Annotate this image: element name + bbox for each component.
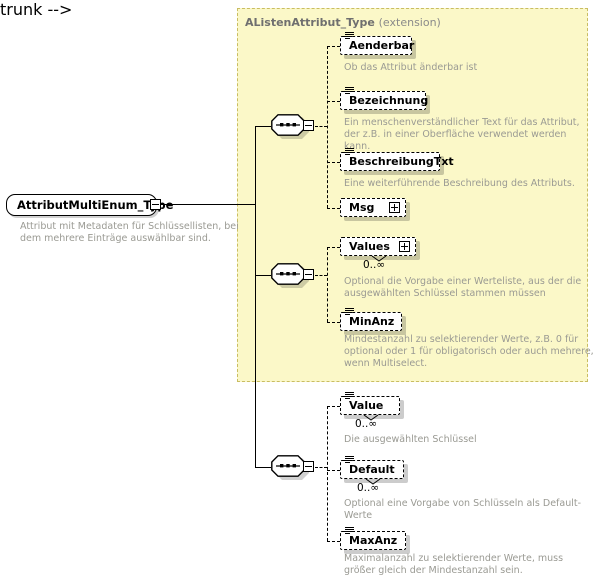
- element-box-value[interactable]: Value: [340, 392, 400, 415]
- element-description-bezeichnung: Ein menschenverständlicher Text für das …: [344, 117, 580, 152]
- element-label: BeschreibungTxt: [349, 155, 454, 168]
- element-description-value: Die ausgewählten Schlüssel: [344, 434, 477, 445]
- element-label: Bezeichnung: [349, 94, 429, 107]
- element-box-aenderbar[interactable]: Aenderbar: [340, 32, 415, 55]
- attribute-lines-icon: [345, 87, 354, 94]
- repeat-chevron-icon: [363, 414, 379, 421]
- element-box-msg[interactable]: Msg: [340, 198, 406, 217]
- connector-seq1-stub: [315, 126, 327, 127]
- sequence-icon: [271, 455, 305, 477]
- connector-to-default: [327, 470, 340, 471]
- sequence-compositor-3[interactable]: [271, 455, 315, 480]
- element-box-values[interactable]: Values: [340, 237, 416, 256]
- sequence-compositor-2[interactable]: [271, 263, 315, 288]
- connector-to-msg: [327, 208, 340, 209]
- connector-to-maxanz: [327, 541, 340, 542]
- sequence-icon: [271, 114, 305, 136]
- connector-to-bezeichnung: [327, 101, 340, 102]
- element-description-default: Optional eine Vorgabe von Schlüsseln als…: [344, 498, 582, 521]
- sequence-3-collapse-toggle[interactable]: [303, 461, 314, 472]
- element-label: Msg: [349, 201, 375, 214]
- extension-kind-label: (extension): [378, 16, 441, 29]
- cardinality-values: 0..∞: [363, 259, 386, 271]
- connector-seq2-bus: [327, 247, 328, 322]
- sequence-icon: [271, 263, 305, 285]
- root-type-collapse-toggle[interactable]: [150, 199, 161, 210]
- extension-panel-title: AListenAttribut_Type (extension): [245, 16, 441, 29]
- cardinality-default: 0..∞: [357, 482, 380, 494]
- connector-to-beschreibungtxt: [327, 162, 340, 163]
- extension-base-type: AListenAttribut_Type: [245, 16, 375, 29]
- connector-seq2-stub: [315, 275, 327, 276]
- sequence-2-collapse-toggle[interactable]: [303, 269, 314, 280]
- extension-panel: [237, 8, 588, 382]
- element-description-minanz: Mindestanzahl zu selektierender Werte, z…: [344, 334, 594, 369]
- connector-trunk-vertical: [255, 126, 256, 468]
- connector-to-aenderbar: [327, 46, 340, 47]
- msg-expand-toggle[interactable]: [389, 202, 400, 213]
- values-expand-toggle[interactable]: [399, 241, 410, 252]
- element-box-maxanz[interactable]: MaxAnz: [340, 527, 406, 550]
- connector-to-values: [327, 247, 340, 248]
- attribute-lines-icon: [345, 456, 354, 463]
- repeat-chevron-icon: [371, 255, 387, 262]
- element-box-minanz[interactable]: MinAnz: [340, 308, 402, 331]
- element-description-values: Optional die Vorgabe einer Werteliste, a…: [344, 276, 582, 299]
- root-type-label: AttributMultiEnum_Type: [17, 198, 174, 212]
- connector-seq3-stub: [315, 467, 327, 468]
- element-label: Aenderbar: [349, 39, 415, 52]
- connector-root-to-trunk: [161, 204, 255, 205]
- connector-trunk-branch-3: [255, 467, 271, 468]
- connector-to-minanz: [327, 322, 340, 323]
- repeat-chevron-icon: [365, 478, 381, 485]
- element-label: MinAnz: [349, 315, 395, 328]
- element-box-default[interactable]: Default: [340, 456, 404, 479]
- element-label: Values: [349, 240, 390, 253]
- sequence-compositor-1[interactable]: [271, 114, 315, 139]
- element-description-maxanz: Maximalanzahl zu selektierender Werte, m…: [344, 553, 564, 576]
- element-label: Value: [349, 399, 384, 412]
- connector-seq1-bus: [327, 46, 328, 208]
- root-type-box[interactable]: AttributMultiEnum_Type: [6, 194, 173, 216]
- root-type-description: Attribut mit Metadaten für Schlüssellist…: [20, 221, 239, 244]
- element-label: Default: [349, 463, 395, 476]
- connector-to-value: [327, 406, 340, 407]
- element-box-beschreibungtxt[interactable]: BeschreibungTxt: [340, 148, 454, 171]
- connector-trunk-branch-2: [255, 275, 271, 276]
- attribute-lines-icon: [345, 308, 354, 315]
- element-description-aenderbar: Ob das Attribut änderbar ist: [344, 62, 478, 73]
- attribute-lines-icon: [345, 148, 354, 155]
- attribute-lines-icon: [345, 527, 354, 534]
- element-box-bezeichnung[interactable]: Bezeichnung: [340, 87, 429, 110]
- element-description-beschreibungtxt: Eine weiterführende Beschreibung des Att…: [344, 178, 575, 189]
- connector-seq3-bus: [327, 406, 328, 541]
- connector-trunk-branch-1: [255, 126, 271, 127]
- sequence-1-collapse-toggle[interactable]: [303, 120, 314, 131]
- element-label: MaxAnz: [349, 534, 398, 547]
- attribute-lines-icon: [345, 32, 354, 39]
- attribute-lines-icon: [345, 392, 354, 399]
- cardinality-value: 0..∞: [355, 418, 378, 430]
